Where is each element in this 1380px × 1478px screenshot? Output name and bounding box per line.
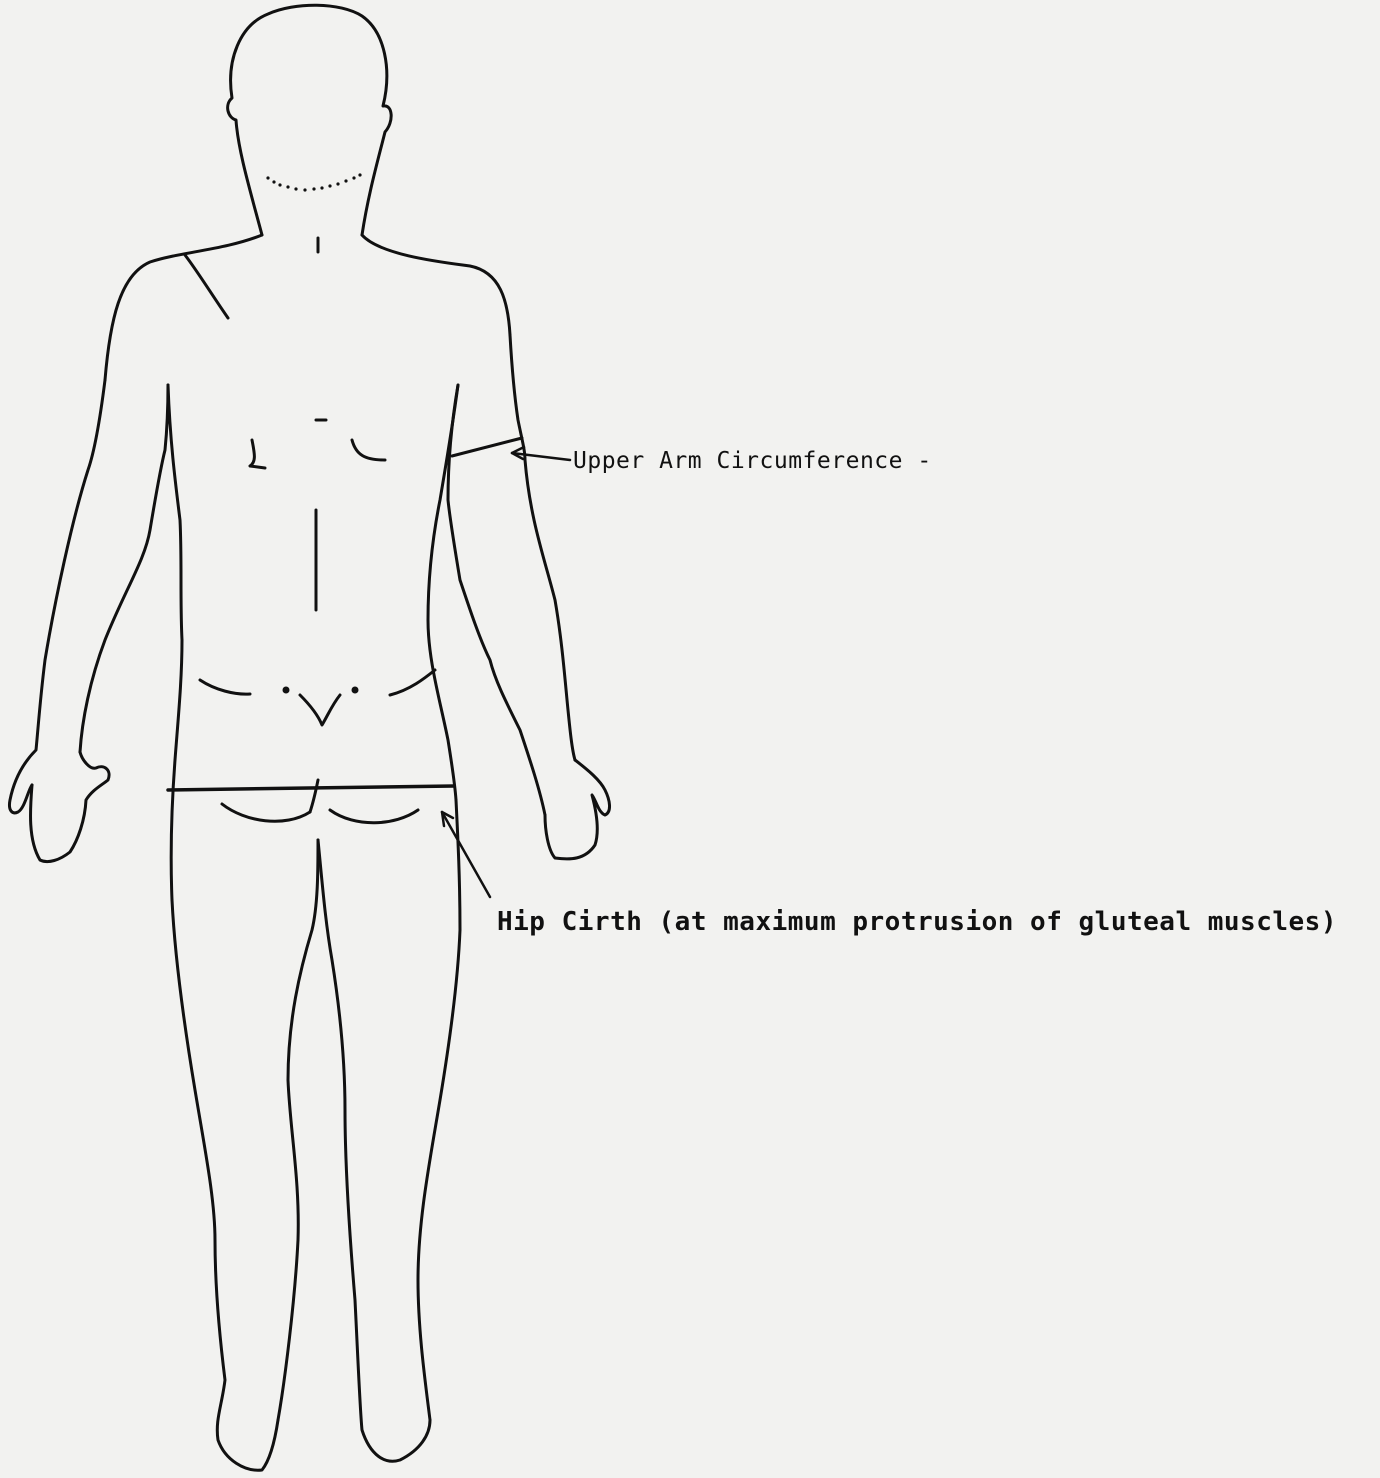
torso-left-side [168, 385, 182, 900]
neckline-dots [266, 173, 361, 693]
left-leg-inner [278, 840, 318, 1420]
left-arm-outer [9, 380, 105, 813]
right-shoulder-line [362, 235, 510, 335]
lower-back-line [200, 680, 250, 694]
left-gluteal-curve [222, 804, 310, 821]
left-leg-outer [172, 900, 278, 1470]
lower-back-line-right [390, 670, 435, 695]
hip-girth-label: Hip Cirth (at maximum protrusion of glut… [497, 907, 1337, 937]
left-shoulder-line [105, 235, 262, 380]
right-hand [545, 760, 610, 859]
scapula-edge-left [185, 255, 228, 318]
scapula-left [250, 440, 265, 468]
torso-right-side [428, 385, 458, 800]
left-arm-inner [80, 385, 168, 752]
right-arm-outer [510, 335, 575, 760]
hip-girth-line [168, 786, 454, 790]
head-outline [228, 5, 392, 235]
scapula-right [352, 440, 385, 460]
right-leg-outer [418, 800, 460, 1420]
gluteal-cleft [310, 780, 318, 812]
sacral-v [300, 695, 340, 725]
upper-arm-circumference-label: Upper Arm Circumference - [573, 448, 932, 474]
left-hand [30, 752, 109, 862]
right-arm-inner [448, 385, 545, 815]
right-leg-inner [318, 840, 430, 1461]
hip-leader [442, 812, 490, 897]
right-gluteal-curve [330, 810, 418, 823]
